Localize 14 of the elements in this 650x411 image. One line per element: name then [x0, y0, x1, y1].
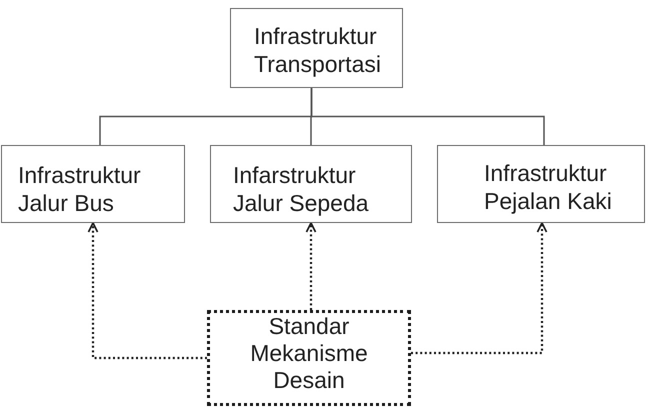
box-label: Standar Mekanisme Desain: [249, 313, 369, 394]
process-box: [210, 145, 412, 223]
arrow: [88, 222, 207, 360]
box-label: Infrastruktur Transportasi: [254, 22, 382, 78]
arrow: [411, 222, 548, 354]
box-label: Infrastruktur Pejalan Kaki: [484, 159, 613, 215]
process-box: [1, 145, 185, 223]
arrow: [306, 222, 316, 310]
process-box: [230, 8, 403, 88]
connector-line: [310, 88, 545, 145]
box-label: Infrastruktur Jalur Bus: [18, 161, 142, 217]
process-box: [437, 145, 645, 223]
box-label: Infarstruktur Jalur Sepeda: [233, 161, 370, 217]
dotted-box: [207, 310, 411, 406]
